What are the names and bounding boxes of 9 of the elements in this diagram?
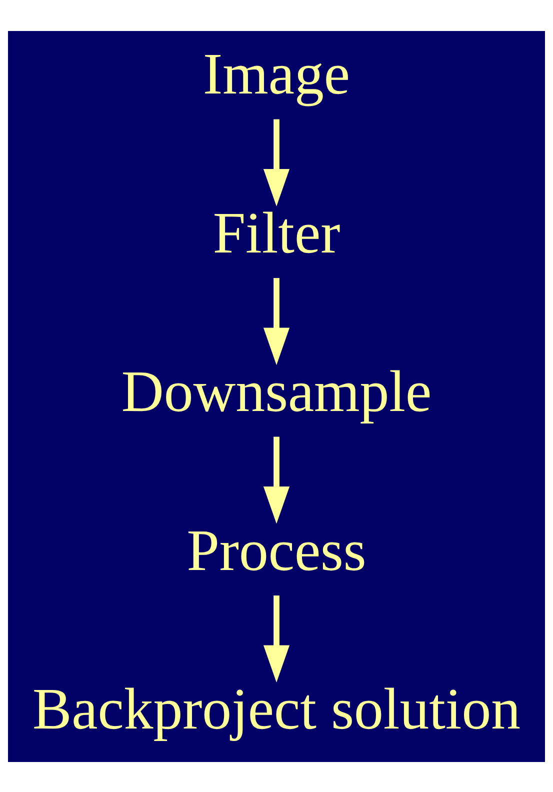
arrow [263,118,290,206]
node-text: Filter [212,200,340,265]
arrow [263,278,290,365]
arrow [263,594,290,682]
arrow [263,436,290,524]
node-text: Backproject solution [32,676,521,742]
node-text: Process [186,517,366,582]
node-text: Downsample [121,358,432,424]
node-text: Image [203,41,350,106]
